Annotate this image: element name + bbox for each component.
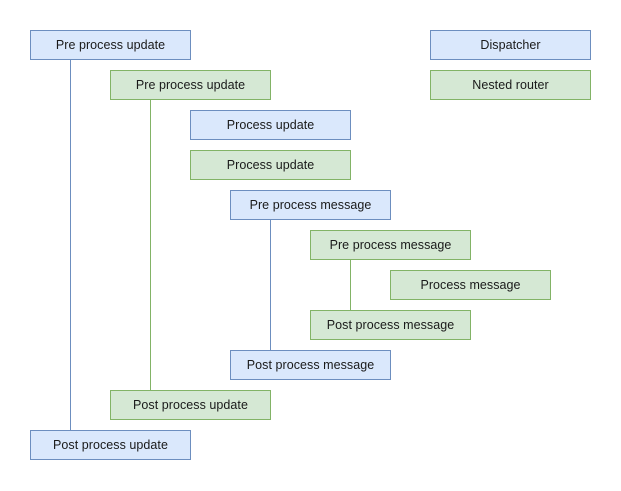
- flow-connector-2: [150, 100, 151, 391]
- node-label: Post process update: [53, 437, 168, 452]
- flow-connector-3: [270, 220, 271, 351]
- node-label: Nested router: [472, 77, 549, 92]
- node-label: Post process message: [246, 357, 375, 372]
- node-label: Pre process message: [249, 197, 372, 212]
- flow-node-11[interactable]: Post process update: [30, 430, 191, 460]
- flow-node-3[interactable]: Process update: [190, 110, 351, 140]
- node-label: Pre process update: [55, 37, 166, 52]
- flow-node-5[interactable]: Pre process message: [230, 190, 391, 220]
- flow-node-4[interactable]: Process update: [190, 150, 351, 180]
- flow-connector-4: [350, 260, 351, 311]
- legend-item-2[interactable]: Nested router: [430, 70, 591, 100]
- node-label: Process update: [226, 117, 315, 132]
- flow-node-8[interactable]: Post process message: [310, 310, 471, 340]
- flow-connector-1: [70, 60, 71, 431]
- node-label: Post process message: [326, 317, 455, 332]
- node-label: Dispatcher: [480, 37, 541, 52]
- flow-node-7[interactable]: Process message: [390, 270, 551, 300]
- node-label: Process message: [420, 277, 521, 292]
- legend-item-1[interactable]: Dispatcher: [430, 30, 591, 60]
- node-label: Post process update: [133, 397, 248, 412]
- node-label: Process update: [226, 157, 315, 172]
- node-label: Pre process update: [135, 77, 246, 92]
- flow-node-2[interactable]: Pre process update: [110, 70, 271, 100]
- flow-node-9[interactable]: Post process message: [230, 350, 391, 380]
- flow-node-10[interactable]: Post process update: [110, 390, 271, 420]
- node-label: Pre process message: [329, 237, 452, 252]
- flow-node-1[interactable]: Pre process update: [30, 30, 191, 60]
- flow-node-6[interactable]: Pre process message: [310, 230, 471, 260]
